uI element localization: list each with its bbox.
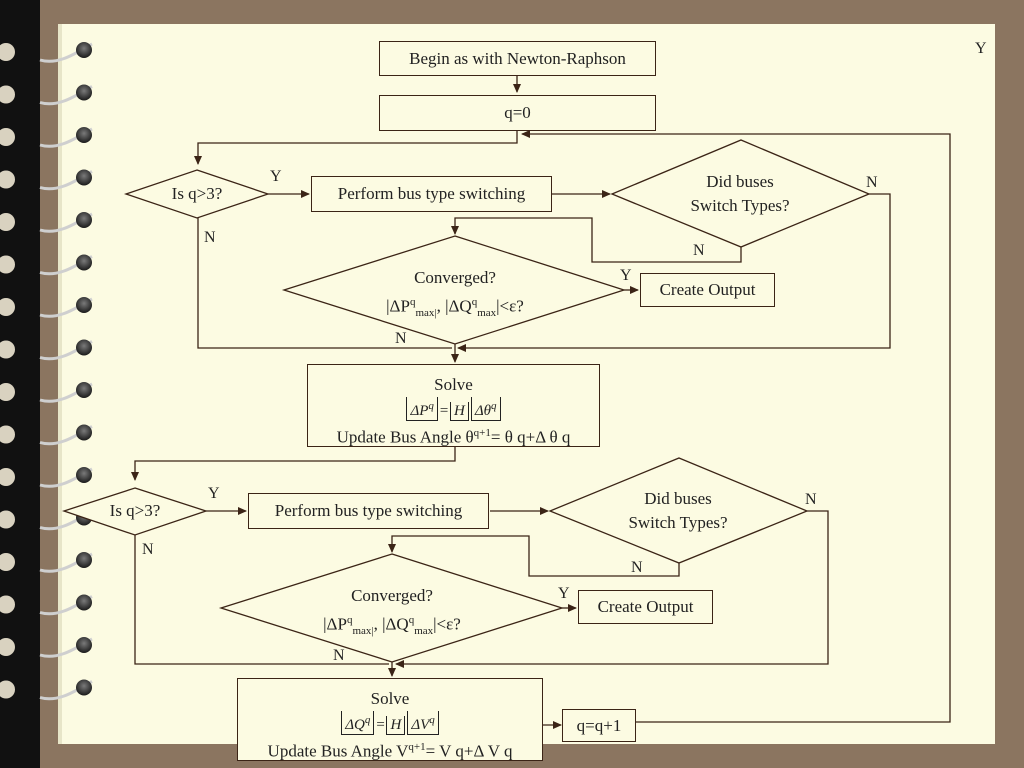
label-conv2-no: N bbox=[333, 647, 345, 664]
binder-hole bbox=[0, 340, 15, 359]
arrow-check1-no bbox=[457, 193, 891, 352]
converged2-criterion: |ΔPqmax|, |ΔQqmax|<ε? bbox=[323, 614, 461, 638]
arrow-solve1-to-decision2 bbox=[131, 447, 456, 481]
binder-hole bbox=[0, 128, 15, 146]
label-conv1-yes: Y bbox=[620, 267, 632, 284]
decision1-text: Is q>3? bbox=[171, 184, 223, 203]
converged1-criterion: |ΔPqmax|, |ΔQqmax|<ε? bbox=[386, 296, 524, 320]
label-q-no-2: N bbox=[142, 541, 154, 558]
label-q-yes-2: Y bbox=[208, 485, 220, 502]
arrow-init-to-decision1 bbox=[194, 131, 518, 165]
binder-hole bbox=[0, 468, 15, 486]
switching-box-1: Perform bus type switching bbox=[311, 176, 552, 212]
binder-hole bbox=[0, 255, 15, 274]
paper-edge bbox=[58, 24, 62, 744]
label-q-no-1: N bbox=[204, 229, 216, 246]
converged1-title: Converged? bbox=[414, 268, 496, 287]
switching-box-2: Perform bus type switching bbox=[248, 493, 489, 529]
binder-ring bbox=[76, 382, 92, 398]
solve2-title: Solve bbox=[370, 689, 410, 708]
label-check1-no-loop: N bbox=[693, 242, 705, 259]
binder-hole bbox=[0, 298, 15, 316]
increment-box: q=q+1 bbox=[562, 709, 636, 742]
switch-check2-line1: Did buses bbox=[644, 489, 712, 508]
binder-ring bbox=[76, 254, 92, 271]
arrow-q-no-2 bbox=[134, 535, 389, 665]
binder-hole bbox=[0, 43, 15, 61]
label-check2-no: N bbox=[805, 491, 817, 508]
decision1-diamond bbox=[123, 169, 271, 219]
binder-ring bbox=[76, 594, 92, 611]
decision2-text: Is q>3? bbox=[109, 501, 161, 520]
binder-hole bbox=[0, 638, 15, 656]
binder-hole bbox=[0, 553, 15, 571]
label-check2-no-loop: N bbox=[631, 559, 643, 576]
binder-ring bbox=[76, 84, 92, 101]
binder-ring bbox=[76, 467, 92, 483]
label-conv2-yes: Y bbox=[558, 585, 570, 602]
binder-hole bbox=[0, 680, 15, 699]
converged2-text: Converged? |ΔPqmax|, |ΔQqmax|<ε? bbox=[267, 584, 517, 643]
binder-rings bbox=[0, 42, 93, 701]
create-output-2: Create Output bbox=[578, 590, 713, 624]
init-box: q=0 bbox=[379, 95, 656, 131]
arrow-q-no-1 bbox=[197, 218, 452, 349]
arrow-check2-no bbox=[395, 510, 829, 668]
binder-hole bbox=[0, 425, 15, 444]
binder-ring bbox=[76, 679, 92, 696]
corner-y-label: Y bbox=[975, 40, 987, 57]
switch-check2-text: Did buses Switch Types? bbox=[578, 487, 778, 535]
arrow-loop-back bbox=[521, 130, 951, 723]
solve1-title: Solve bbox=[434, 375, 473, 394]
binder-ring bbox=[76, 552, 92, 568]
binder-ring bbox=[76, 127, 92, 143]
switch-check1-text: Did buses Switch Types? bbox=[640, 170, 840, 218]
arrow-check2-no-loop bbox=[388, 535, 680, 577]
binder-ring bbox=[76, 42, 92, 58]
converged2-title: Converged? bbox=[351, 586, 433, 605]
label-check1-no: N bbox=[866, 174, 878, 191]
binder-hole bbox=[0, 383, 15, 401]
binder-ring bbox=[76, 212, 92, 228]
binder-hole bbox=[0, 170, 15, 189]
arrow-check1-no-loop bbox=[451, 217, 742, 263]
solve2-update: Update Bus Angle Vq+1= V q+Δ V q bbox=[267, 741, 513, 761]
binder-ring bbox=[76, 297, 92, 313]
binder-ring bbox=[76, 424, 92, 441]
converged1-text: Converged? |ΔPqmax|, |ΔQqmax|<ε? bbox=[330, 266, 580, 325]
binder-ring bbox=[76, 169, 92, 186]
switch-check2-line2: Switch Types? bbox=[628, 513, 728, 532]
switch-check1-line1: Did buses bbox=[706, 172, 774, 191]
label-q-yes-1: Y bbox=[270, 168, 282, 185]
binder-ring bbox=[76, 637, 92, 653]
binder-hole bbox=[0, 85, 15, 104]
binder-hole bbox=[0, 213, 15, 231]
binder-ring bbox=[76, 339, 92, 356]
binder-hole bbox=[0, 510, 15, 529]
begin-box: Begin as with Newton-Raphson bbox=[379, 41, 656, 76]
solve1-update: Update Bus Angle θq+1= θ q+Δ θ q bbox=[336, 427, 571, 447]
label-conv1-no: N bbox=[395, 330, 407, 347]
create-output-1: Create Output bbox=[640, 273, 775, 307]
switch-check1-line2: Switch Types? bbox=[690, 196, 790, 215]
binder-hole bbox=[0, 595, 15, 614]
